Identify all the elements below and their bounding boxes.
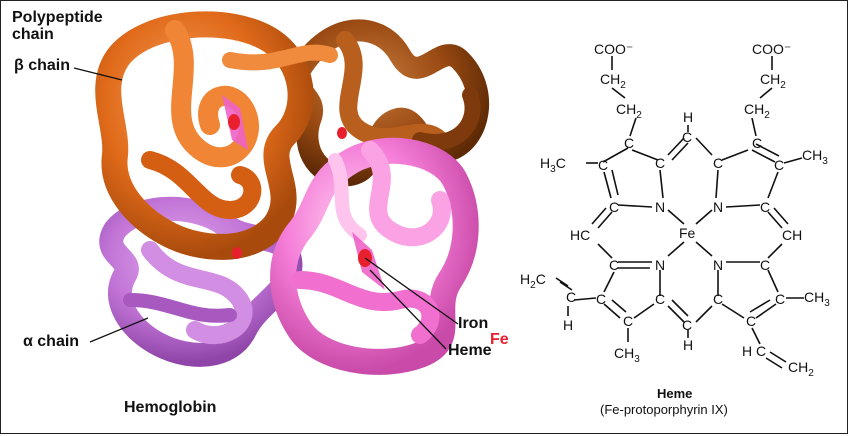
c-atom: C [756, 343, 766, 359]
n-atom: N [655, 199, 665, 215]
c-atom: C [655, 155, 665, 171]
coo-right: COO⁻ [752, 41, 791, 57]
c-atom: C [682, 129, 692, 145]
h-atom: H [683, 337, 693, 353]
ch2-vinyl-right: CH2 [788, 359, 814, 379]
fe-label: Fe [490, 331, 509, 348]
c-atom: C [713, 291, 723, 307]
c-atom: C [566, 289, 576, 305]
hemoglobin-caption: Hemoglobin [124, 399, 217, 416]
polypeptide-chain-label: Polypeptide chain [12, 9, 103, 44]
c-atom: C [752, 135, 762, 151]
n-atom: N [713, 199, 723, 215]
c-atom: C [682, 317, 692, 333]
c-atom: C [713, 155, 723, 171]
c-atom: C [609, 257, 619, 273]
n-atom: N [655, 257, 665, 273]
c-atom: C [598, 157, 608, 173]
pointer-lines [73, 67, 459, 350]
ch3-right-bottom: CH3 [804, 289, 830, 309]
heme-atom-labels: COO⁻ COO⁻ CH2 CH2 CH2 CH2 C C H C H3C C … [520, 41, 830, 379]
ch3-bottom-left: CH3 [614, 345, 640, 365]
polypeptide-label-line2: chain [12, 25, 54, 43]
hc-left: HC [570, 227, 590, 243]
ch2-right-2: CH2 [744, 101, 770, 121]
heme-structure-subtitle: (Fe-protoporphyrin IX) [600, 402, 728, 417]
c-atom: C [623, 313, 633, 329]
c-atom: C [775, 291, 785, 307]
c-atom: C [624, 135, 634, 151]
c-atom: C [774, 157, 784, 173]
ch3-right-top: CH3 [802, 147, 828, 167]
coo-left: COO⁻ [594, 41, 633, 57]
h3c-left: H3C [540, 155, 566, 175]
iron-label: Iron [458, 315, 489, 332]
ch-right: CH [782, 227, 802, 243]
alpha-chain-pink [270, 137, 479, 375]
alpha-chain-label: α chain [23, 333, 80, 350]
c-atom: C [596, 291, 606, 307]
ch2-left-2: CH2 [616, 101, 642, 121]
ch2-right-1: CH2 [760, 71, 786, 91]
beta-chain-label: β chain [14, 57, 70, 74]
c-atom: C [609, 199, 619, 215]
h-vinyl-left: H [563, 317, 573, 333]
alpha-chain-violet [99, 196, 303, 367]
c-atom: C [746, 313, 756, 329]
c-atom: C [760, 257, 770, 273]
heme-structure-title: Heme [657, 386, 693, 401]
polypeptide-label-line1: Polypeptide [12, 9, 103, 26]
heme-bonds [555, 56, 804, 369]
fe-atom: Fe [679, 225, 696, 241]
ch2-left-1: CH2 [600, 71, 626, 91]
h-atom: H [683, 109, 693, 125]
c-atom: C [760, 199, 770, 215]
h2c-vinyl-left: H2C [520, 271, 546, 291]
h-atom: H [742, 343, 752, 359]
c-atom: C [655, 291, 665, 307]
n-atom: N [713, 257, 723, 273]
heme-label: Heme [448, 342, 492, 359]
